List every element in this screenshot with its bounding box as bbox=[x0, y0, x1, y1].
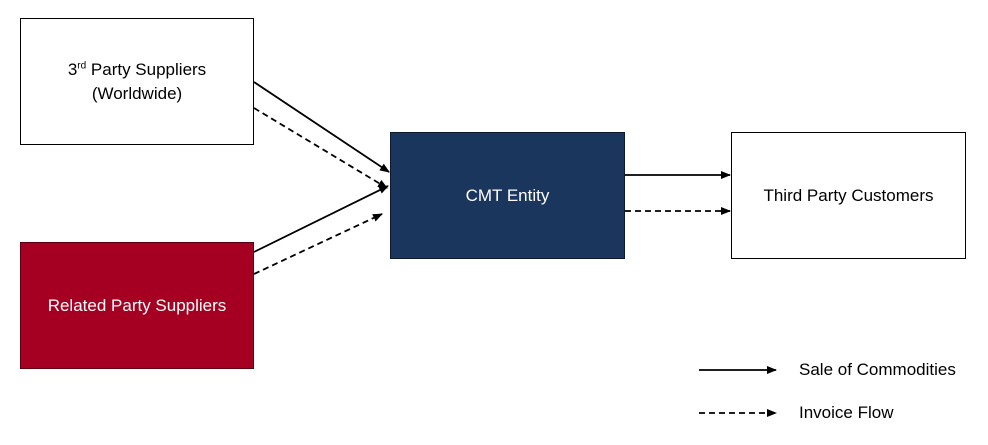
related-party-suppliers-box: Related Party Suppliers bbox=[20, 242, 254, 369]
third-party-suppliers-title: Party Suppliers bbox=[86, 59, 207, 79]
third-party-suppliers-subtitle: (Worldwide) bbox=[91, 83, 183, 103]
invoice-arrow-related-party-to-cmt bbox=[253, 213, 383, 275]
invoice-arrow-third-party-to-cmt bbox=[253, 107, 388, 189]
third-party-suppliers-ordinal-suffix: rd bbox=[77, 59, 87, 71]
third-party-customers-box: Third Party Customers bbox=[731, 132, 966, 259]
related-party-suppliers-label: Related Party Suppliers bbox=[47, 295, 227, 315]
sale-arrow-third-party-to-cmt bbox=[253, 81, 390, 173]
third-party-suppliers-ordinal: 3 bbox=[67, 59, 78, 79]
cmt-entity-box: CMT Entity bbox=[390, 132, 625, 259]
sale-arrow-related-party-to-cmt bbox=[253, 185, 389, 253]
legend-invoice-label: Invoice Flow bbox=[799, 403, 894, 422]
third-party-customers-label: Third Party Customers bbox=[763, 185, 934, 205]
cmt-entity-label: CMT Entity bbox=[465, 185, 550, 205]
legend-sale-label: Sale of Commodities bbox=[799, 360, 956, 379]
third-party-suppliers-box: 3rd Party Suppliers (Worldwide) bbox=[20, 18, 254, 145]
third-party-suppliers-label: 3rd Party Suppliers (Worldwide) bbox=[68, 58, 206, 106]
